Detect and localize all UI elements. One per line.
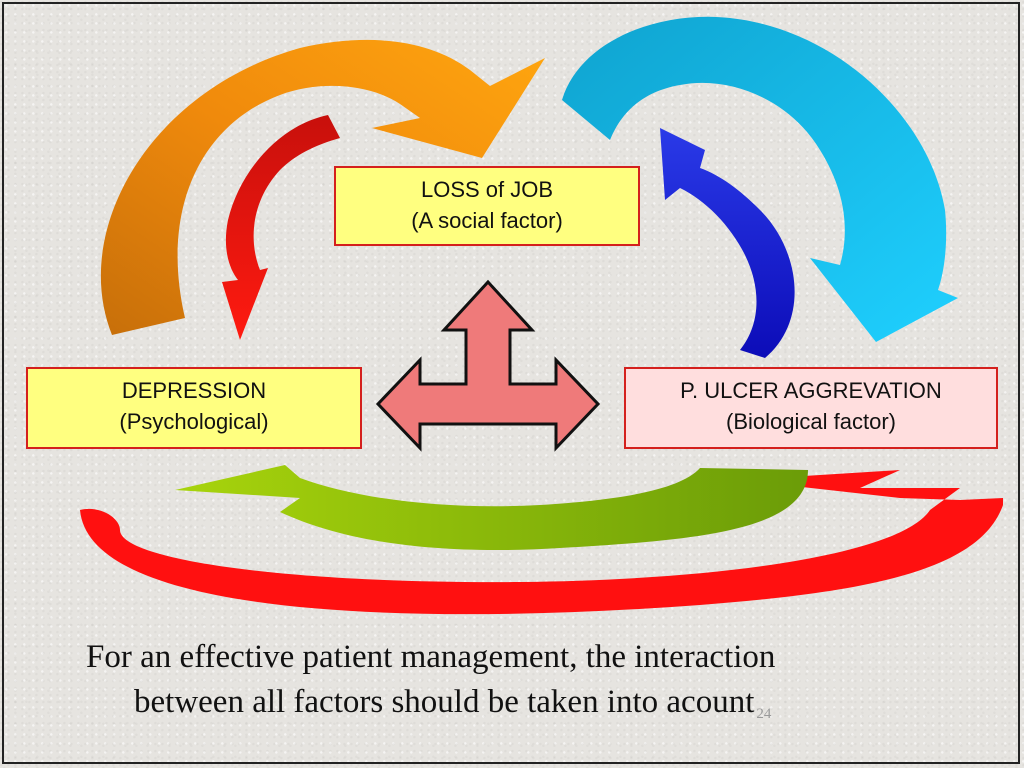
cyan-arrow <box>562 16 958 342</box>
caption-line-1: For an effective patient management, the… <box>86 639 776 675</box>
slide-number: 24 <box>756 706 772 722</box>
node-ulcer-aggrevation: P. ULCER AGGREVATION (Biological factor) <box>624 367 998 449</box>
caption-line-2: between all factors should be taken into… <box>134 684 755 720</box>
node-job-title: LOSS of JOB <box>420 177 554 202</box>
caption: For an effective patient management, the… <box>60 635 950 737</box>
green-curved-arrow <box>175 465 808 551</box>
node-depression: DEPRESSION (Psychological) <box>26 367 362 449</box>
node-depression-title: DEPRESSION <box>121 378 267 403</box>
center-three-way-arrow <box>375 279 601 452</box>
orange-arrow <box>100 39 546 335</box>
node-ulcer-subtitle: (Biological factor) <box>726 409 896 434</box>
node-ulcer-title: P. ULCER AGGREVATION <box>680 378 942 403</box>
node-loss-of-job: LOSS of JOB (A social factor) <box>334 166 640 246</box>
red-small-arrow <box>222 115 340 340</box>
blue-small-arrow <box>660 128 795 358</box>
node-job-subtitle: (A social factor) <box>411 208 563 233</box>
red-loop-arrow <box>80 470 1003 615</box>
node-depression-subtitle: (Psychological) <box>119 409 269 434</box>
